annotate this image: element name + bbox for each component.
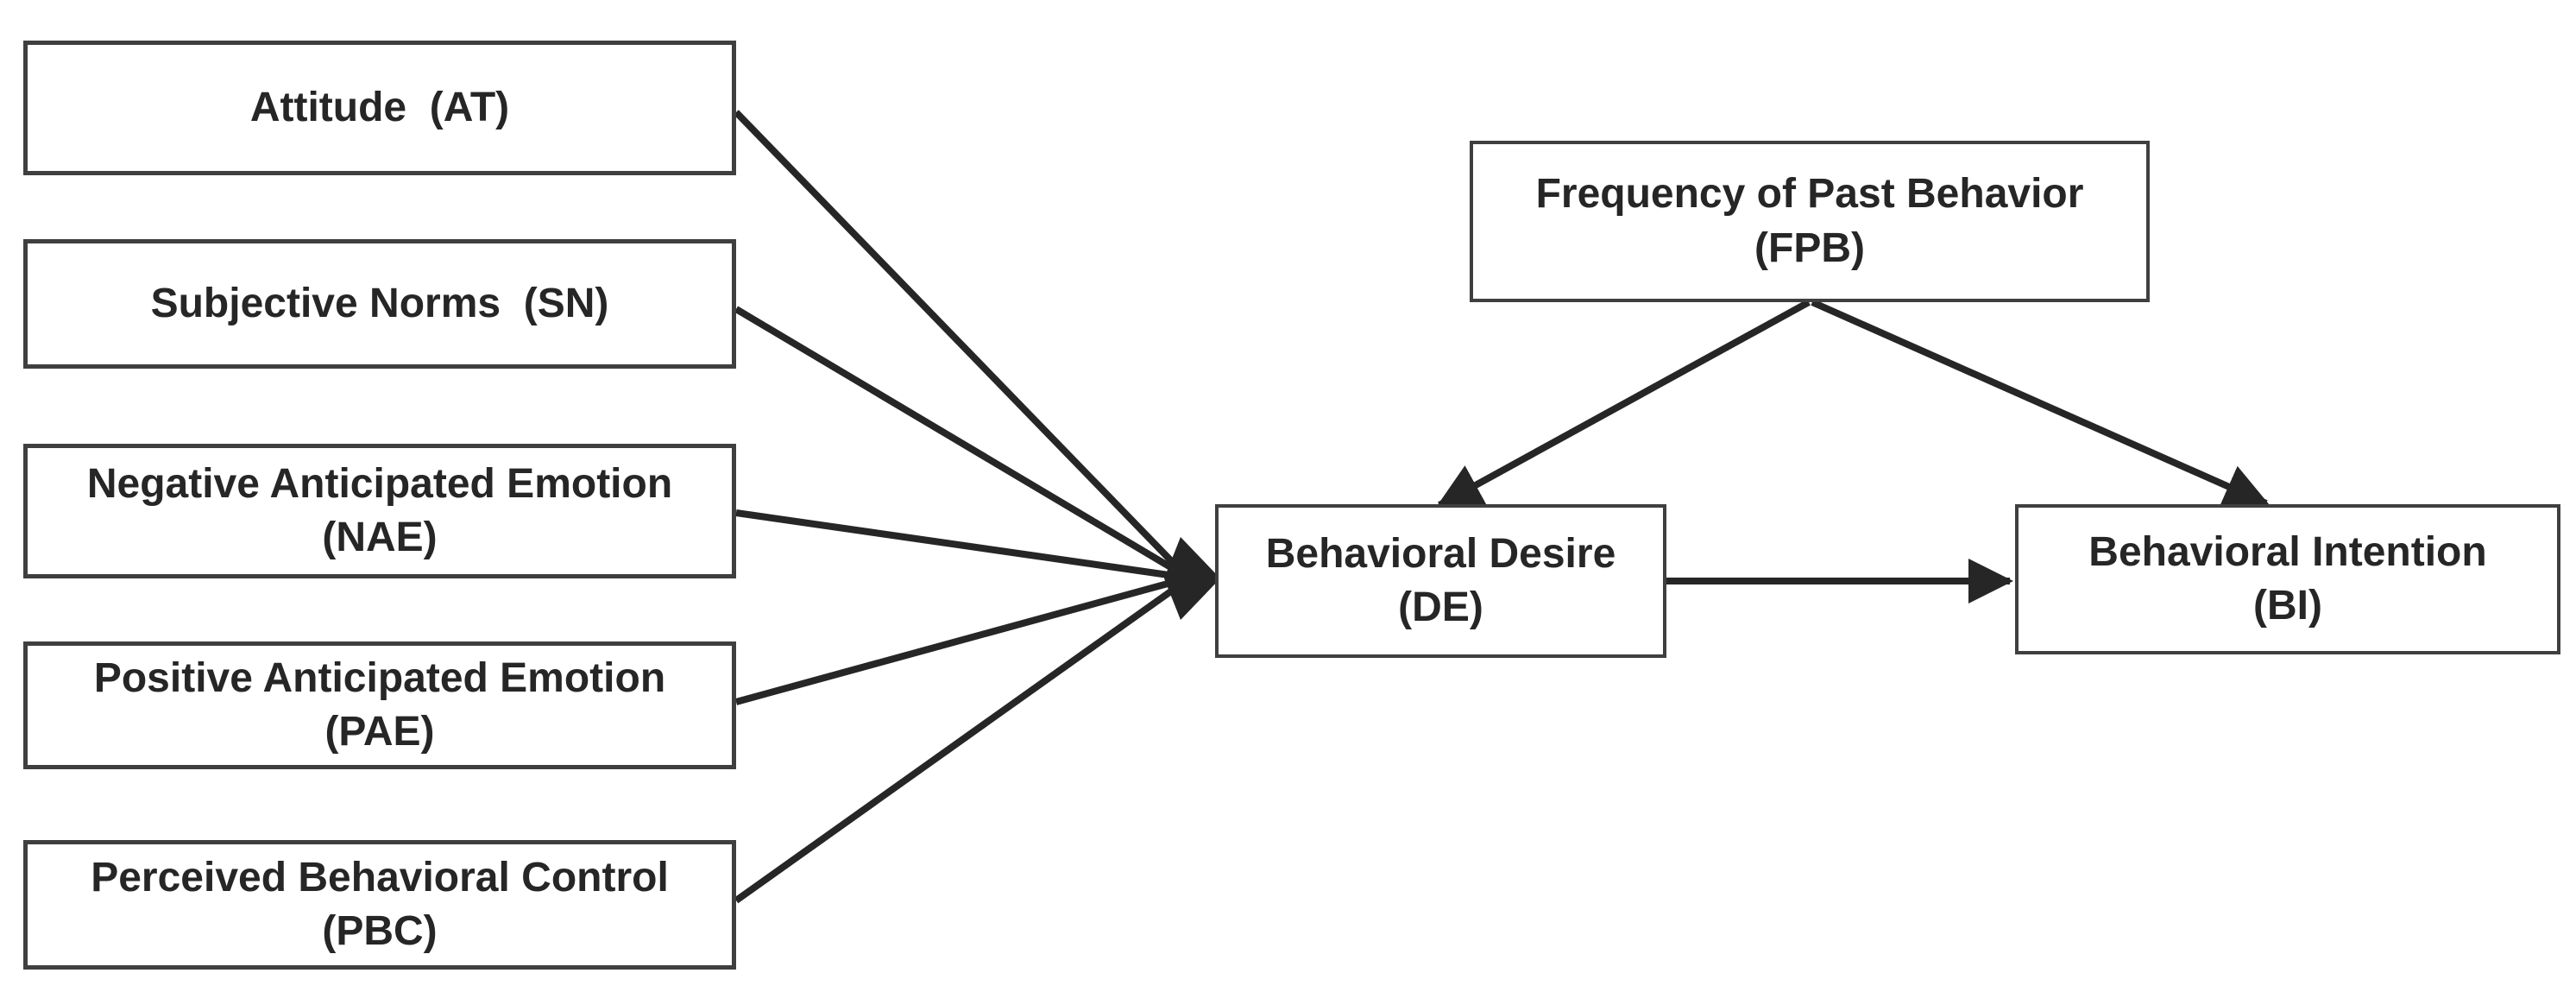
node-attitude: Attitude (AT) bbox=[23, 41, 736, 175]
node-behavioral-desire-line2: (DE) bbox=[1398, 584, 1483, 630]
node-behavioral-intention-line1: Behavioral Intention bbox=[2088, 528, 2487, 575]
node-negative-anticipated-emotion: Negative Anticipated Emotion (NAE) bbox=[23, 444, 736, 578]
node-positive-anticipated-emotion: Positive Anticipated Emotion (PAE) bbox=[23, 641, 736, 769]
node-positive-anticipated-emotion-line1: Positive Anticipated Emotion bbox=[93, 654, 666, 701]
edge-fpb-bi bbox=[1811, 299, 2270, 508]
node-negative-anticipated-emotion-line2: (NAE) bbox=[322, 515, 438, 560]
edge-nae-de bbox=[735, 509, 1187, 581]
edge-sn-de bbox=[734, 306, 1189, 580]
convergence-arrowhead-inner-icon bbox=[1175, 549, 1220, 608]
node-behavioral-intention-line2: (BI) bbox=[2253, 583, 2322, 629]
node-negative-anticipated-emotion-line1: Negative Anticipated Emotion bbox=[86, 460, 673, 507]
edge-at-de bbox=[734, 110, 1189, 579]
node-subjective-norms-label: Subjective Norms (SN) bbox=[150, 280, 609, 326]
node-perceived-behavioral-control: Perceived Behavioral Control (PBC) bbox=[23, 840, 736, 970]
node-perceived-behavioral-control-line2: (PBC) bbox=[322, 908, 438, 954]
node-frequency-of-past-behavior: Frequency of Past Behavior (FPB) bbox=[1470, 141, 2150, 302]
edge-fpb-de bbox=[1436, 299, 1811, 509]
node-behavioral-desire: Behavioral Desire (DE) bbox=[1215, 504, 1666, 658]
node-attitude-label: Attitude (AT) bbox=[249, 84, 510, 130]
node-frequency-of-past-behavior-line1: Frequency of Past Behavior bbox=[1535, 171, 2084, 218]
node-behavioral-intention: Behavioral Intention (BI) bbox=[2015, 504, 2560, 654]
edge-pae-de bbox=[734, 575, 1188, 705]
node-frequency-of-past-behavior-line2: (FPB) bbox=[1754, 224, 1865, 271]
node-subjective-norms: Subjective Norms (SN) bbox=[23, 239, 736, 369]
node-perceived-behavioral-control-line1: Perceived Behavioral Control bbox=[91, 854, 669, 900]
edge-pbc-de bbox=[734, 577, 1189, 904]
node-behavioral-desire-line1: Behavioral Desire bbox=[1265, 530, 1616, 577]
node-positive-anticipated-emotion-line2: (PAE) bbox=[324, 709, 435, 755]
